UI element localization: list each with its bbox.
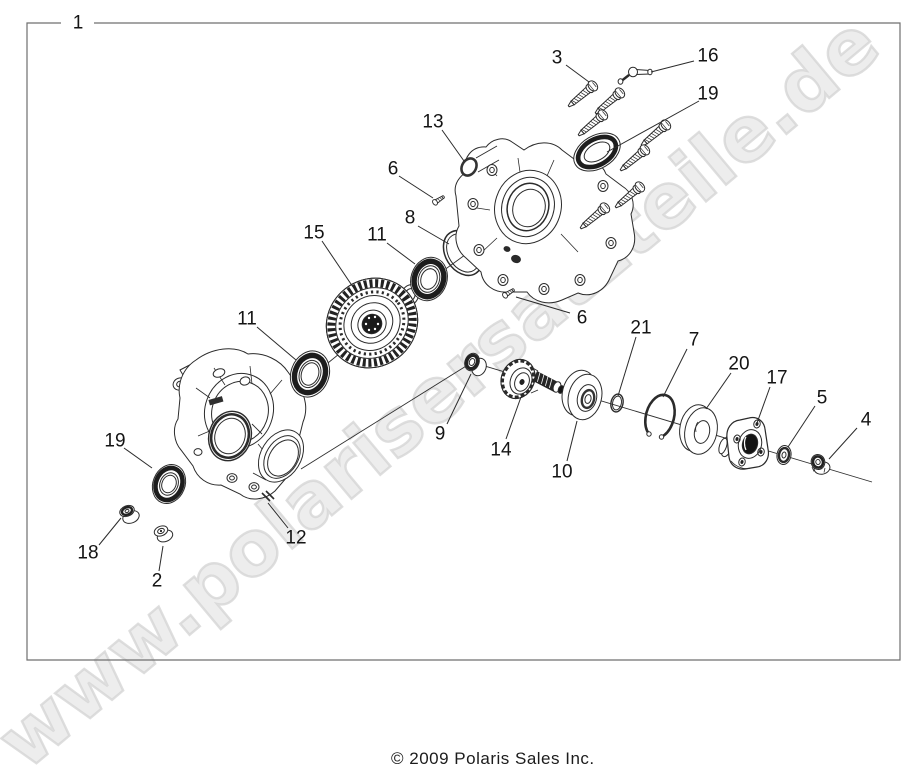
svg-text:4: 4: [861, 410, 872, 431]
part-ring-gear: [325, 277, 420, 369]
part-pinion-seal: [573, 132, 621, 172]
part-retaining-washer: [610, 393, 624, 413]
svg-text:12: 12: [285, 528, 306, 549]
callout-11: 11: [367, 225, 416, 265]
svg-text:6: 6: [577, 308, 588, 329]
part-pinion-bearing: [561, 369, 603, 421]
part-spacer: [464, 352, 487, 377]
copyright-notice: © 2009 Polaris Sales Inc.: [391, 749, 595, 768]
svg-text:11: 11: [237, 309, 257, 330]
part-output-flange: [718, 416, 770, 470]
svg-text:10: 10: [551, 462, 572, 483]
svg-text:5: 5: [817, 388, 828, 409]
part-thrust-washer: [679, 404, 718, 455]
part-vent-fitting: [617, 66, 653, 85]
svg-text:13: 13: [422, 112, 443, 133]
svg-text:15: 15: [303, 223, 324, 244]
part-drain-plug: [153, 525, 174, 543]
svg-text:11: 11: [367, 225, 387, 246]
callout-10: 10: [551, 420, 578, 483]
callout-15: 15: [303, 223, 354, 288]
svg-text:14: 14: [490, 440, 512, 461]
callout-19: 19: [104, 431, 153, 469]
svg-text:18: 18: [77, 543, 98, 564]
drawing-frame: [26, 22, 901, 661]
callout-17: 17: [756, 368, 788, 424]
callout-2: 2: [152, 545, 164, 592]
svg-text:9: 9: [435, 424, 446, 445]
part-ball-bearing-right: [410, 256, 448, 302]
part-pinion-nut: [810, 454, 831, 475]
callout-4: 4: [828, 410, 872, 460]
callout-9: 9: [435, 373, 472, 445]
svg-text:21: 21: [630, 318, 651, 339]
callout-13: 13: [422, 112, 465, 162]
part-rear-gearcase-housing: [172, 348, 307, 502]
svg-text:19: 19: [104, 431, 125, 452]
svg-text:8: 8: [405, 208, 416, 229]
svg-text:20: 20: [728, 354, 749, 375]
callout-21: 21: [617, 318, 652, 397]
part-pinion-gear: [500, 358, 565, 400]
svg-text:2: 2: [152, 571, 163, 592]
svg-text:6: 6: [388, 159, 399, 180]
callout-8: 8: [405, 208, 450, 245]
svg-text:19: 19: [697, 84, 718, 105]
part-gearcase-cover: [454, 138, 636, 304]
callout-1: 1: [73, 13, 84, 34]
part-ball-bearing-left: [289, 350, 331, 398]
svg-text:7: 7: [689, 330, 700, 351]
callout-14: 14: [490, 396, 522, 461]
part-output-seal-left: [151, 464, 187, 504]
part-cone-washer: [776, 445, 792, 465]
svg-text:1: 1: [73, 13, 84, 34]
callout-19: 19: [606, 84, 719, 153]
callout-16: 16: [650, 46, 719, 73]
callout-6: 6: [388, 159, 434, 199]
callout-5: 5: [787, 388, 828, 448]
svg-text:16: 16: [697, 46, 718, 67]
part-snap-ring: [644, 393, 676, 440]
part-flange-nut: [119, 504, 140, 524]
callout-3: 3: [552, 48, 590, 83]
svg-text:17: 17: [766, 368, 787, 389]
callout-18: 18: [77, 517, 122, 564]
callout-11: 11: [237, 309, 297, 361]
callout-7: 7: [662, 330, 700, 398]
callout-6: 6: [515, 296, 588, 329]
callout-20: 20: [705, 354, 750, 410]
svg-text:3: 3: [552, 48, 563, 69]
callout-12: 12: [267, 502, 307, 549]
